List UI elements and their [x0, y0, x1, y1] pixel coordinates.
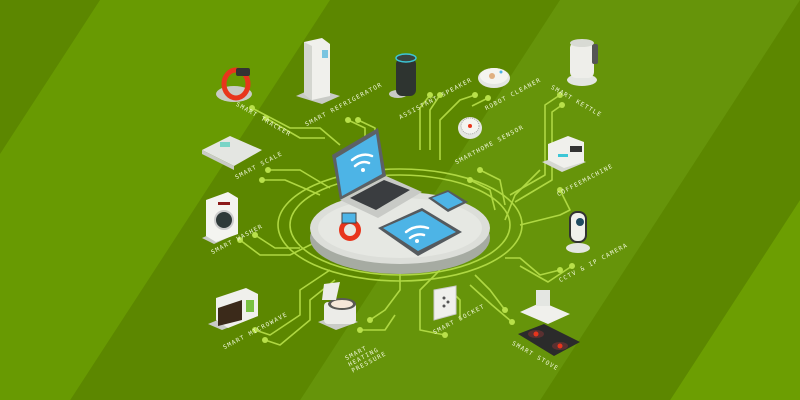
smart-tracker-icon [216, 67, 252, 102]
cctv-camera-icon [566, 211, 590, 253]
smoke-sensor-icon [458, 117, 482, 139]
smart-refrigerator-icon [296, 38, 340, 104]
wifi-icon [350, 153, 430, 240]
smart-microwave-icon [208, 288, 258, 330]
smart-kettle-icon [567, 39, 598, 86]
smart-stove-icon [518, 290, 580, 356]
assistant-speaker-icon [389, 53, 417, 98]
coffee-machine-icon [542, 136, 586, 172]
tablet-icon [378, 208, 462, 256]
smart-scale-icon [202, 136, 262, 170]
smart-pressure-cooker-icon [318, 282, 358, 330]
smart-washer-icon [202, 192, 238, 244]
smart-socket-icon [433, 285, 457, 321]
smartwatch-icon [339, 212, 361, 241]
central-hub [310, 128, 490, 274]
smartphone-icon [428, 190, 468, 212]
robot-cleaner-icon [478, 68, 510, 88]
